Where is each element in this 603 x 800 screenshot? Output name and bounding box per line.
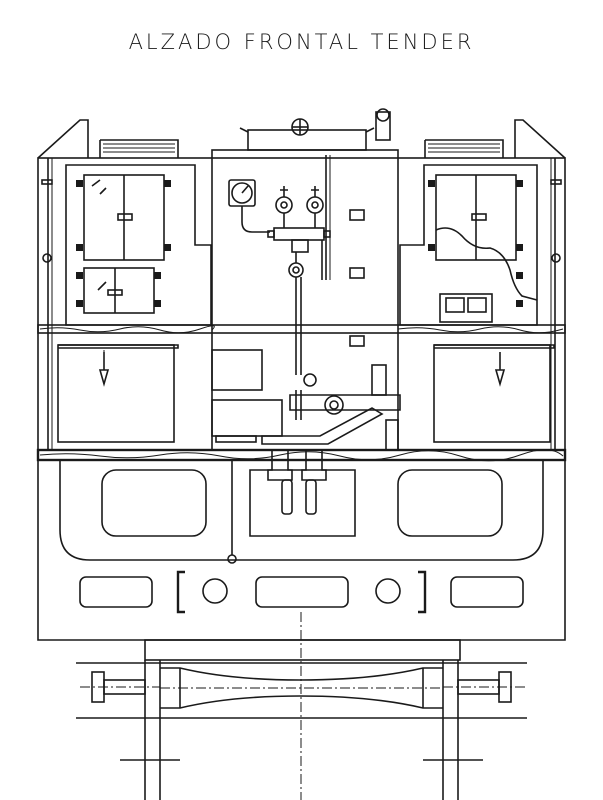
- drawing-title: ALZADO FRONTAL TENDER: [128, 30, 475, 54]
- injector-valves: [267, 186, 331, 375]
- brake-hoses: [267, 449, 327, 515]
- right-lower-box: [433, 344, 555, 443]
- lower-frame-openings: [79, 570, 524, 614]
- top-filler-valves: [239, 108, 391, 151]
- right-upper-cabinet: [399, 164, 538, 326]
- pressure-gauge: [228, 179, 270, 233]
- left-upper-cabinet: [65, 164, 212, 326]
- right-buffer: [443, 671, 527, 703]
- frame-openings: [101, 460, 503, 564]
- top-roof-rails: [37, 119, 566, 159]
- bogie: [76, 639, 527, 800]
- left-buffer: [80, 671, 160, 703]
- tank-inspection-plates: [325, 155, 365, 347]
- lower-piping: [211, 349, 401, 451]
- left-lower-box: [57, 344, 179, 443]
